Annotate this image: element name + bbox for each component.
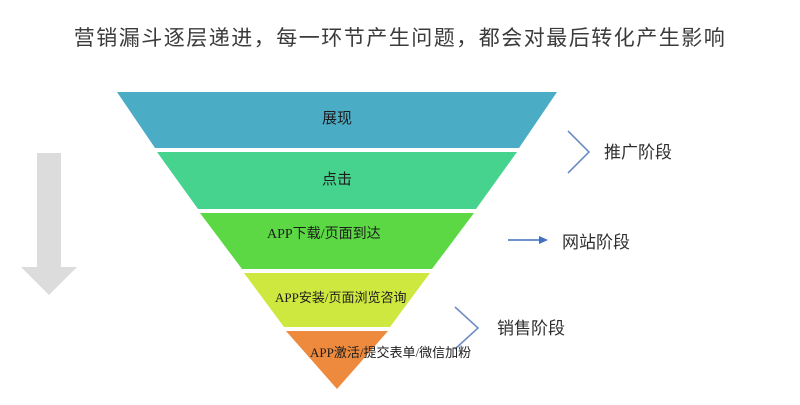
funnel-layer-5-label: APP激活/提交表单/微信加粉 — [310, 345, 472, 360]
funnel-layer-1-label: 展现 — [321, 111, 352, 127]
arrow-right-icon-2 — [508, 236, 548, 244]
down-arrow-icon — [21, 153, 77, 295]
chevron-right-icon-3 — [454, 306, 480, 350]
stage-label-sales: 销售阶段 — [497, 319, 565, 338]
stage-label-website: 网站阶段 — [562, 233, 630, 252]
funnel-layer-4-label: APP安装/页面浏览咨询 — [275, 290, 407, 305]
chevron-right-icon-1 — [567, 130, 591, 174]
stage-label-promotion: 推广阶段 — [604, 143, 672, 162]
funnel-layer-2-label: 点击 — [321, 172, 352, 188]
funnel-layer-3-label: APP下载/页面到达 — [267, 227, 381, 242]
page-title: 营销漏斗逐层递进，每一环节产生问题，都会对最后转化产生影响 — [73, 26, 727, 50]
